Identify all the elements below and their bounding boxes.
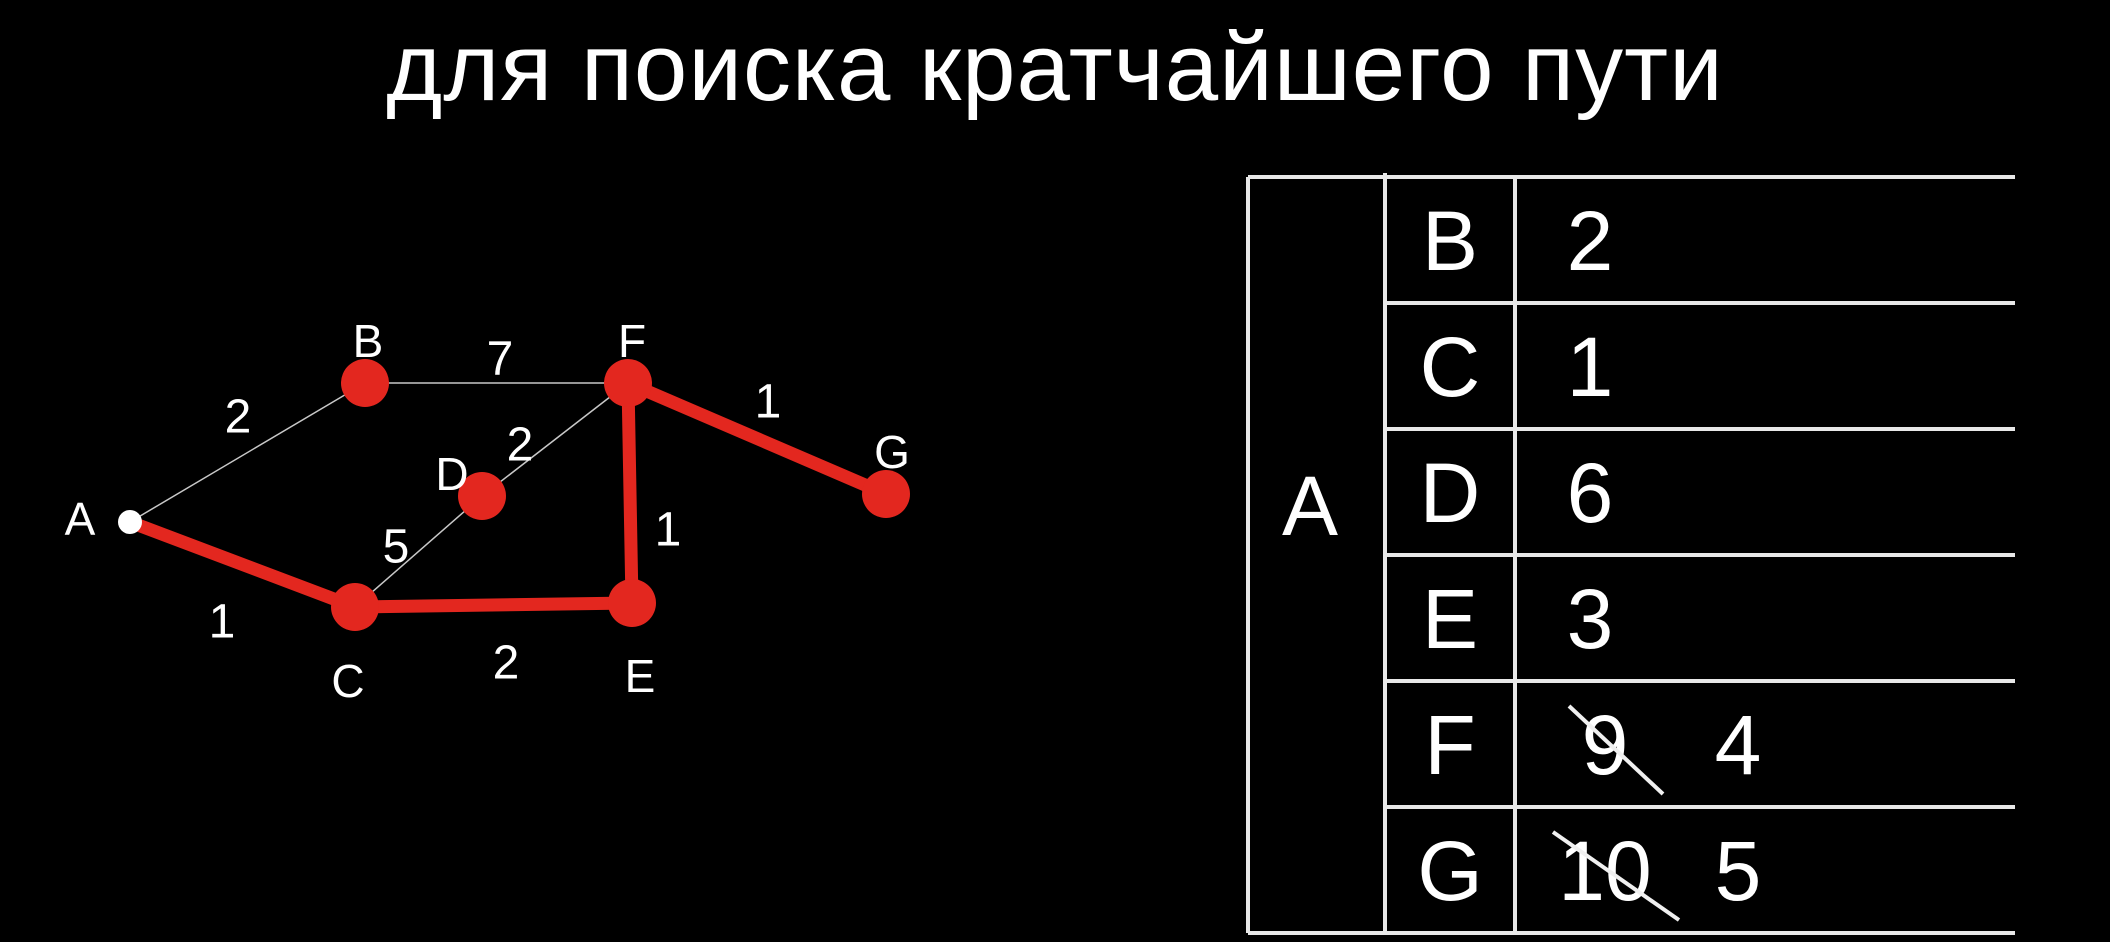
table-row-node-f: F (1424, 698, 1475, 792)
node-label-d: D (435, 448, 468, 500)
page-title: для поиска кратчайшего пути (386, 14, 1724, 121)
table-row-value-c: 1 (1567, 320, 1614, 414)
node-label-a: A (65, 493, 96, 545)
strikethrough-mark (1551, 830, 1681, 922)
table-row-node-d: D (1420, 446, 1481, 540)
node-b (341, 359, 389, 407)
path-edge-f-g (621, 376, 893, 501)
edge-weight-f-g: 1 (755, 376, 782, 429)
table-row-value-e: 3 (1567, 572, 1614, 666)
table-row-node-e: E (1422, 572, 1478, 666)
node-label-f: F (618, 315, 646, 367)
node-c (331, 583, 379, 631)
node-label-g: G (874, 426, 910, 478)
node-label-c: C (331, 655, 364, 707)
edge-weight-d-f: 2 (507, 419, 534, 472)
graph-edge-weights: 2 7 5 2 1 2 1 1 (209, 333, 782, 690)
node-label-b: B (353, 315, 384, 367)
edge-weight-a-c: 1 (209, 596, 236, 649)
edge-weight-c-d: 5 (383, 521, 410, 574)
graph-edges-shortest-path (123, 376, 893, 614)
edge-weight-b-f: 7 (487, 333, 514, 386)
edge-weight-c-e: 2 (493, 637, 520, 690)
edge-c-d (354, 495, 483, 608)
table-row-crossed-value-f: 9 (1582, 698, 1629, 792)
node-label-e: E (625, 650, 656, 702)
distance-table-grid (1246, 173, 2015, 935)
table-row-node-b: B (1422, 194, 1478, 288)
edge-weight-a-b: 2 (225, 391, 252, 444)
path-edge-a-c (123, 515, 362, 614)
graph-edges-unused (129, 382, 629, 608)
node-a-start (118, 510, 142, 534)
node-g (862, 470, 910, 518)
distance-table-source-node: A (1282, 459, 1338, 553)
graph-nodes (118, 359, 910, 631)
table-row-value-g: 5 (1715, 824, 1762, 918)
node-e (608, 579, 656, 627)
edge-d-f (481, 382, 629, 497)
edge-a-b (129, 382, 366, 523)
table-row-value-b: 2 (1567, 194, 1614, 288)
path-edge-e-f (621, 376, 639, 610)
table-row-crossed-value-g: 10 (1558, 824, 1651, 918)
node-f (604, 359, 652, 407)
table-row-node-g: G (1417, 824, 1482, 918)
table-row-value-f: 4 (1715, 698, 1762, 792)
graph-node-labels: A B C D E F G (65, 315, 910, 707)
node-d (458, 472, 506, 520)
table-row-node-c: C (1420, 320, 1481, 414)
path-edge-c-e (348, 596, 639, 614)
strikethrough-mark (1567, 704, 1665, 796)
graph-diagram: 2 7 5 2 1 2 1 1 A B C D E F G (65, 315, 910, 707)
table-row-value-d: 6 (1567, 446, 1614, 540)
edge-weight-e-f: 1 (655, 504, 682, 557)
